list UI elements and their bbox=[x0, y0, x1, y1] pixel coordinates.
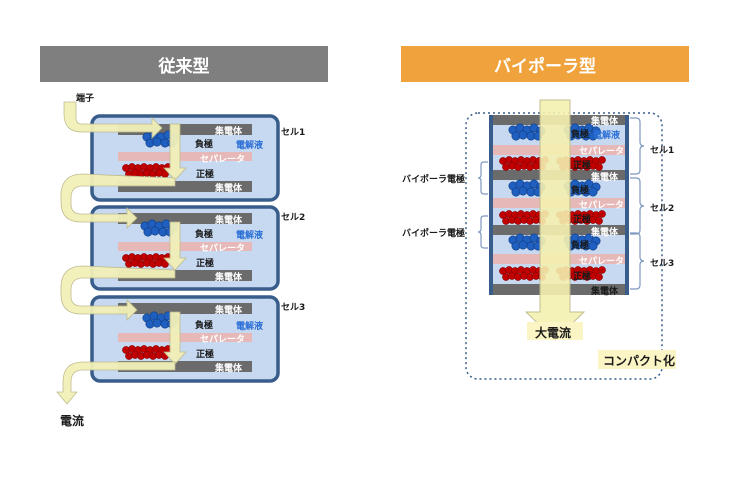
collector-label: 集電体 bbox=[215, 216, 243, 226]
electrolyte-label: 電解液 bbox=[593, 131, 621, 141]
current-label: 電流 bbox=[60, 414, 85, 428]
collector-label: 集電体 bbox=[215, 273, 243, 283]
negative-label: 負極 bbox=[195, 321, 214, 331]
positive-label: 正極 bbox=[196, 350, 215, 360]
cell3-label-right: セル3 bbox=[650, 259, 675, 269]
conventional-header: 従来型 bbox=[40, 46, 328, 82]
negative-label: 負極 bbox=[571, 186, 590, 196]
separator-label: セパレータ bbox=[200, 155, 246, 165]
positive-label: 正極 bbox=[573, 215, 592, 225]
negative-label: 負極 bbox=[195, 230, 214, 240]
collector-label: 集電体 bbox=[215, 364, 243, 374]
separator-label: セパレータ bbox=[200, 244, 246, 254]
cell1-label-left: セル1 bbox=[281, 128, 306, 138]
positive-label: 正極 bbox=[573, 272, 592, 282]
negative-label: 負極 bbox=[195, 140, 214, 150]
cell1-label-right: セル1 bbox=[650, 146, 675, 156]
large-current-label: 大電流 bbox=[535, 326, 572, 340]
separator-label: セパレータ bbox=[579, 257, 625, 267]
positive-label: 正極 bbox=[573, 161, 592, 171]
positive-label: 正極 bbox=[196, 259, 215, 269]
cell2-label-right: セル2 bbox=[650, 204, 675, 214]
separator-label: セパレータ bbox=[200, 335, 246, 345]
bipolar-header: バイポーラ型 bbox=[401, 46, 689, 82]
compact-label: コンパクト化 bbox=[603, 354, 676, 368]
collector-label: 集電体 bbox=[215, 127, 243, 137]
bipolar-electrode-label: バイポーラ電極 bbox=[402, 175, 466, 185]
collector-label: 集電体 bbox=[591, 228, 619, 238]
separator-label: セパレータ bbox=[579, 201, 625, 211]
cell2-label-left: セル2 bbox=[281, 213, 306, 223]
negative-label: 負極 bbox=[571, 130, 590, 140]
collector-label: 集電体 bbox=[215, 306, 243, 316]
positive-label: 正極 bbox=[196, 170, 215, 180]
cell3-label-left: セル3 bbox=[281, 303, 306, 313]
separator-label: セパレータ bbox=[579, 147, 625, 157]
electrolyte-label: 電解液 bbox=[236, 322, 264, 332]
collector-label: 集電体 bbox=[591, 173, 619, 183]
bipolar-electrode-label: バイポーラ電極 bbox=[402, 229, 466, 239]
electrolyte-label: 電解液 bbox=[236, 141, 264, 151]
collector-label: 集電体 bbox=[591, 117, 619, 127]
negative-label: 負極 bbox=[571, 241, 590, 251]
collector-label: 集電体 bbox=[591, 287, 619, 297]
collector-label: 集電体 bbox=[215, 184, 243, 194]
terminal-label: 端子 bbox=[76, 94, 95, 104]
electrolyte-label: 電解液 bbox=[236, 231, 264, 241]
